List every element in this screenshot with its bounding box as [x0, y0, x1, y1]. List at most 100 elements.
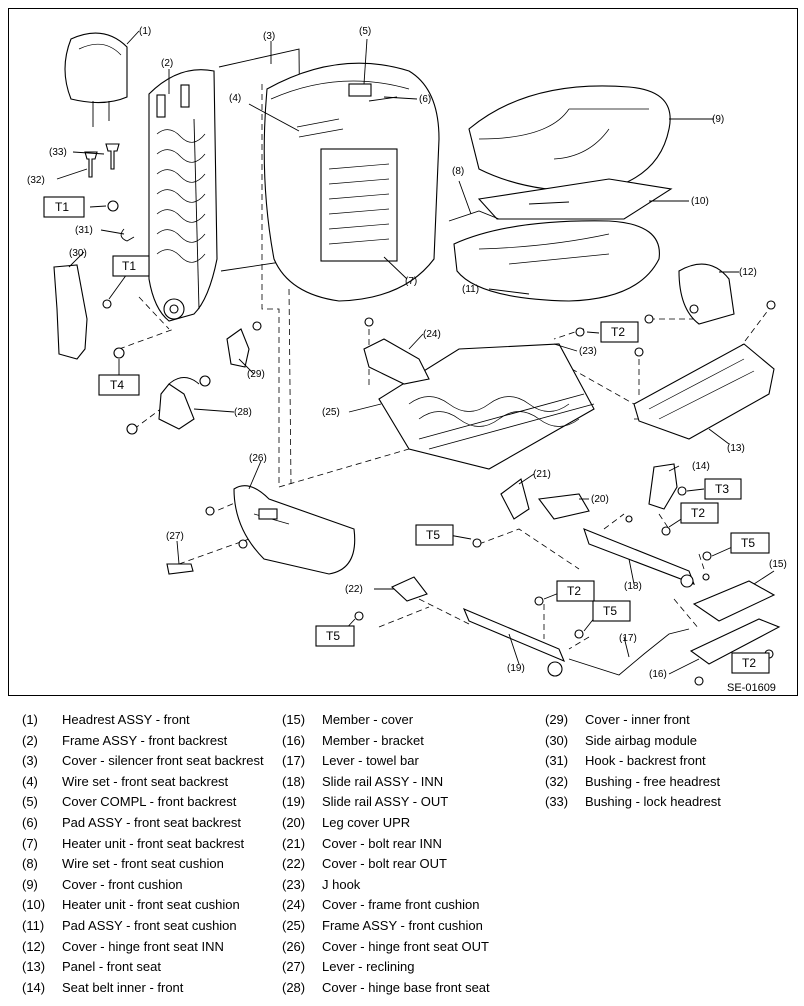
legend-item: (26)Cover - hinge front seat OUT — [282, 937, 490, 958]
torque-tag: T4 — [110, 378, 124, 392]
callout-13: (13) — [727, 443, 745, 454]
legend-item: (7) Heater unit - front seat backrest — [22, 834, 264, 855]
legend-item: (30)Side airbag module — [545, 731, 721, 752]
legend-text: Cover - hinge base front seat — [322, 979, 490, 995]
legend-text: Side airbag module — [585, 732, 698, 748]
legend-text: Wire set - front seat cushion — [62, 856, 224, 872]
legend-item: (2) Frame ASSY - front backrest — [22, 731, 264, 752]
hinge-cover-outer — [233, 485, 356, 575]
legend-number: (7) — [22, 835, 38, 851]
legend-item: (25)Frame ASSY - front cushion — [282, 916, 490, 937]
legend-number: (6) — [22, 814, 38, 830]
legend-text: Member - bracket — [322, 732, 424, 748]
cushion-cover — [468, 85, 671, 192]
legend-text: Cover - silencer front seat backrest — [62, 753, 264, 769]
callout-30: (30) — [69, 248, 87, 259]
legend-item: (13)Panel - front seat — [22, 957, 264, 978]
legend-number: (18) — [282, 773, 306, 789]
callout-9: (9) — [712, 114, 724, 125]
legend-item: (9)Cover - front cushion — [22, 875, 264, 896]
hinge-base-cover — [158, 377, 200, 430]
torque-tags: T1 T1 T4 T2 T3 T2 T5 T5 T2 T5 T5 T2 — [43, 196, 770, 674]
torque-tag: T5 — [426, 528, 440, 542]
legend-item: (20) Leg cover UPR — [282, 813, 490, 834]
cushion-frame — [378, 343, 595, 470]
callout-12: (12) — [739, 267, 757, 278]
cushion-pad — [453, 220, 660, 302]
legend-number: (16) — [282, 732, 306, 748]
legend-item: (22)Cover - bolt rear OUT — [282, 854, 490, 875]
inner-front-cover — [226, 328, 250, 368]
torque-tag: T5 — [603, 604, 617, 618]
callout-14: (14) — [692, 461, 710, 472]
diagram-code: SE-01609 — [727, 682, 776, 694]
legend-text: Lever - towel bar — [322, 753, 419, 769]
cushion-heater-unit — [477, 178, 673, 220]
callout-29: (29) — [247, 369, 265, 380]
callout-labels: (1) (2) (3) (4) (5) (6) (7) (8) (9) (10)… — [27, 26, 787, 680]
legend-item: (21)Cover - bolt rear INN — [282, 834, 490, 855]
legend-number: (14) — [22, 979, 46, 995]
legend-column-2: (15)Member - cover (16)Member - bracket … — [282, 710, 490, 998]
legend-item: (12)Cover - hinge front seat INN — [22, 937, 264, 958]
legend-text: J hook — [322, 876, 361, 892]
callout-22: (22) — [345, 584, 363, 595]
legend-item: (31) Hook - backrest front — [545, 751, 721, 772]
legend-item: (3)Cover - silencer front seat backrest — [22, 751, 264, 772]
legend-text: Bushing - lock headrest — [585, 794, 721, 810]
legend-number: (33) — [545, 794, 569, 810]
legend-number: (22) — [282, 856, 306, 872]
backrest-pad-cover — [263, 62, 440, 302]
callout-19: (19) — [507, 663, 525, 674]
torque-tag: T2 — [742, 656, 756, 670]
legend-number: (4) — [22, 773, 38, 789]
legend-item: (32)Bushing - free headrest — [545, 772, 721, 793]
legend-number: (9) — [22, 876, 38, 892]
callout-23: (23) — [579, 346, 597, 357]
legend-text: Hook - backrest front — [585, 753, 706, 769]
callout-32: (32) — [27, 175, 45, 186]
legend-text: Pad ASSY - front seat backrest — [62, 814, 241, 830]
legend-text: Cover - bolt rear INN — [322, 835, 442, 851]
legend-text: Frame ASSY - front cushion — [322, 917, 483, 933]
legend-text: Wire set - front seat backrest — [62, 773, 229, 789]
legend-number: (31) — [545, 753, 569, 769]
legend-item: (15)Member - cover — [282, 710, 490, 731]
callout-25: (25) — [322, 407, 340, 418]
torque-tag: T2 — [611, 325, 625, 339]
legend-item: (6) Pad ASSY - front seat backrest — [22, 813, 264, 834]
legend-text: Leg cover UPR — [322, 814, 411, 830]
legend-number: (20) — [282, 814, 306, 830]
callout-3: (3) — [263, 31, 275, 42]
legend-text: Panel - front seat — [62, 959, 161, 975]
legend-text: Heater unit - front seat backrest — [62, 835, 245, 851]
legend-item: (27)Lever - reclining — [282, 957, 490, 978]
legend-number: (2) — [22, 732, 38, 748]
legend-number: (17) — [282, 753, 306, 769]
legend-number: (19) — [282, 794, 306, 810]
legend-number: (15) — [282, 712, 306, 727]
legend-item: (17) Lever - towel bar — [282, 751, 490, 772]
callout-2: (2) — [161, 58, 173, 69]
callout-1: (1) — [139, 26, 151, 37]
headrest-front — [64, 32, 128, 127]
legend-item: (11)Pad ASSY - front seat cushion — [22, 916, 264, 937]
callout-16: (16) — [649, 669, 667, 680]
legend-number: (28) — [282, 979, 306, 995]
legend-number: (8) — [22, 856, 38, 872]
legend-item: (10)Heater unit - front seat cushion — [22, 895, 264, 916]
callout-27: (27) — [166, 531, 184, 542]
legend-item: (8) Wire set - front seat cushion — [22, 854, 264, 875]
legend-number: (24) — [282, 897, 306, 913]
legend-text: Lever - reclining — [322, 959, 415, 975]
cushion-wire-set — [448, 210, 500, 222]
diagram-svg: (1) (2) (3) (4) (5) (6) (7) (8) (9) (10)… — [27, 26, 787, 694]
callout-17: (17) — [619, 633, 637, 644]
legend-item: (1)Headrest ASSY - front — [22, 710, 264, 731]
legend-number: (5) — [22, 794, 38, 810]
torque-tag: T5 — [741, 536, 755, 550]
callout-20: (20) — [591, 494, 609, 505]
legend-number: (23) — [282, 876, 306, 892]
legend-text: Frame ASSY - front backrest — [62, 732, 228, 748]
callout-8: (8) — [452, 166, 464, 177]
